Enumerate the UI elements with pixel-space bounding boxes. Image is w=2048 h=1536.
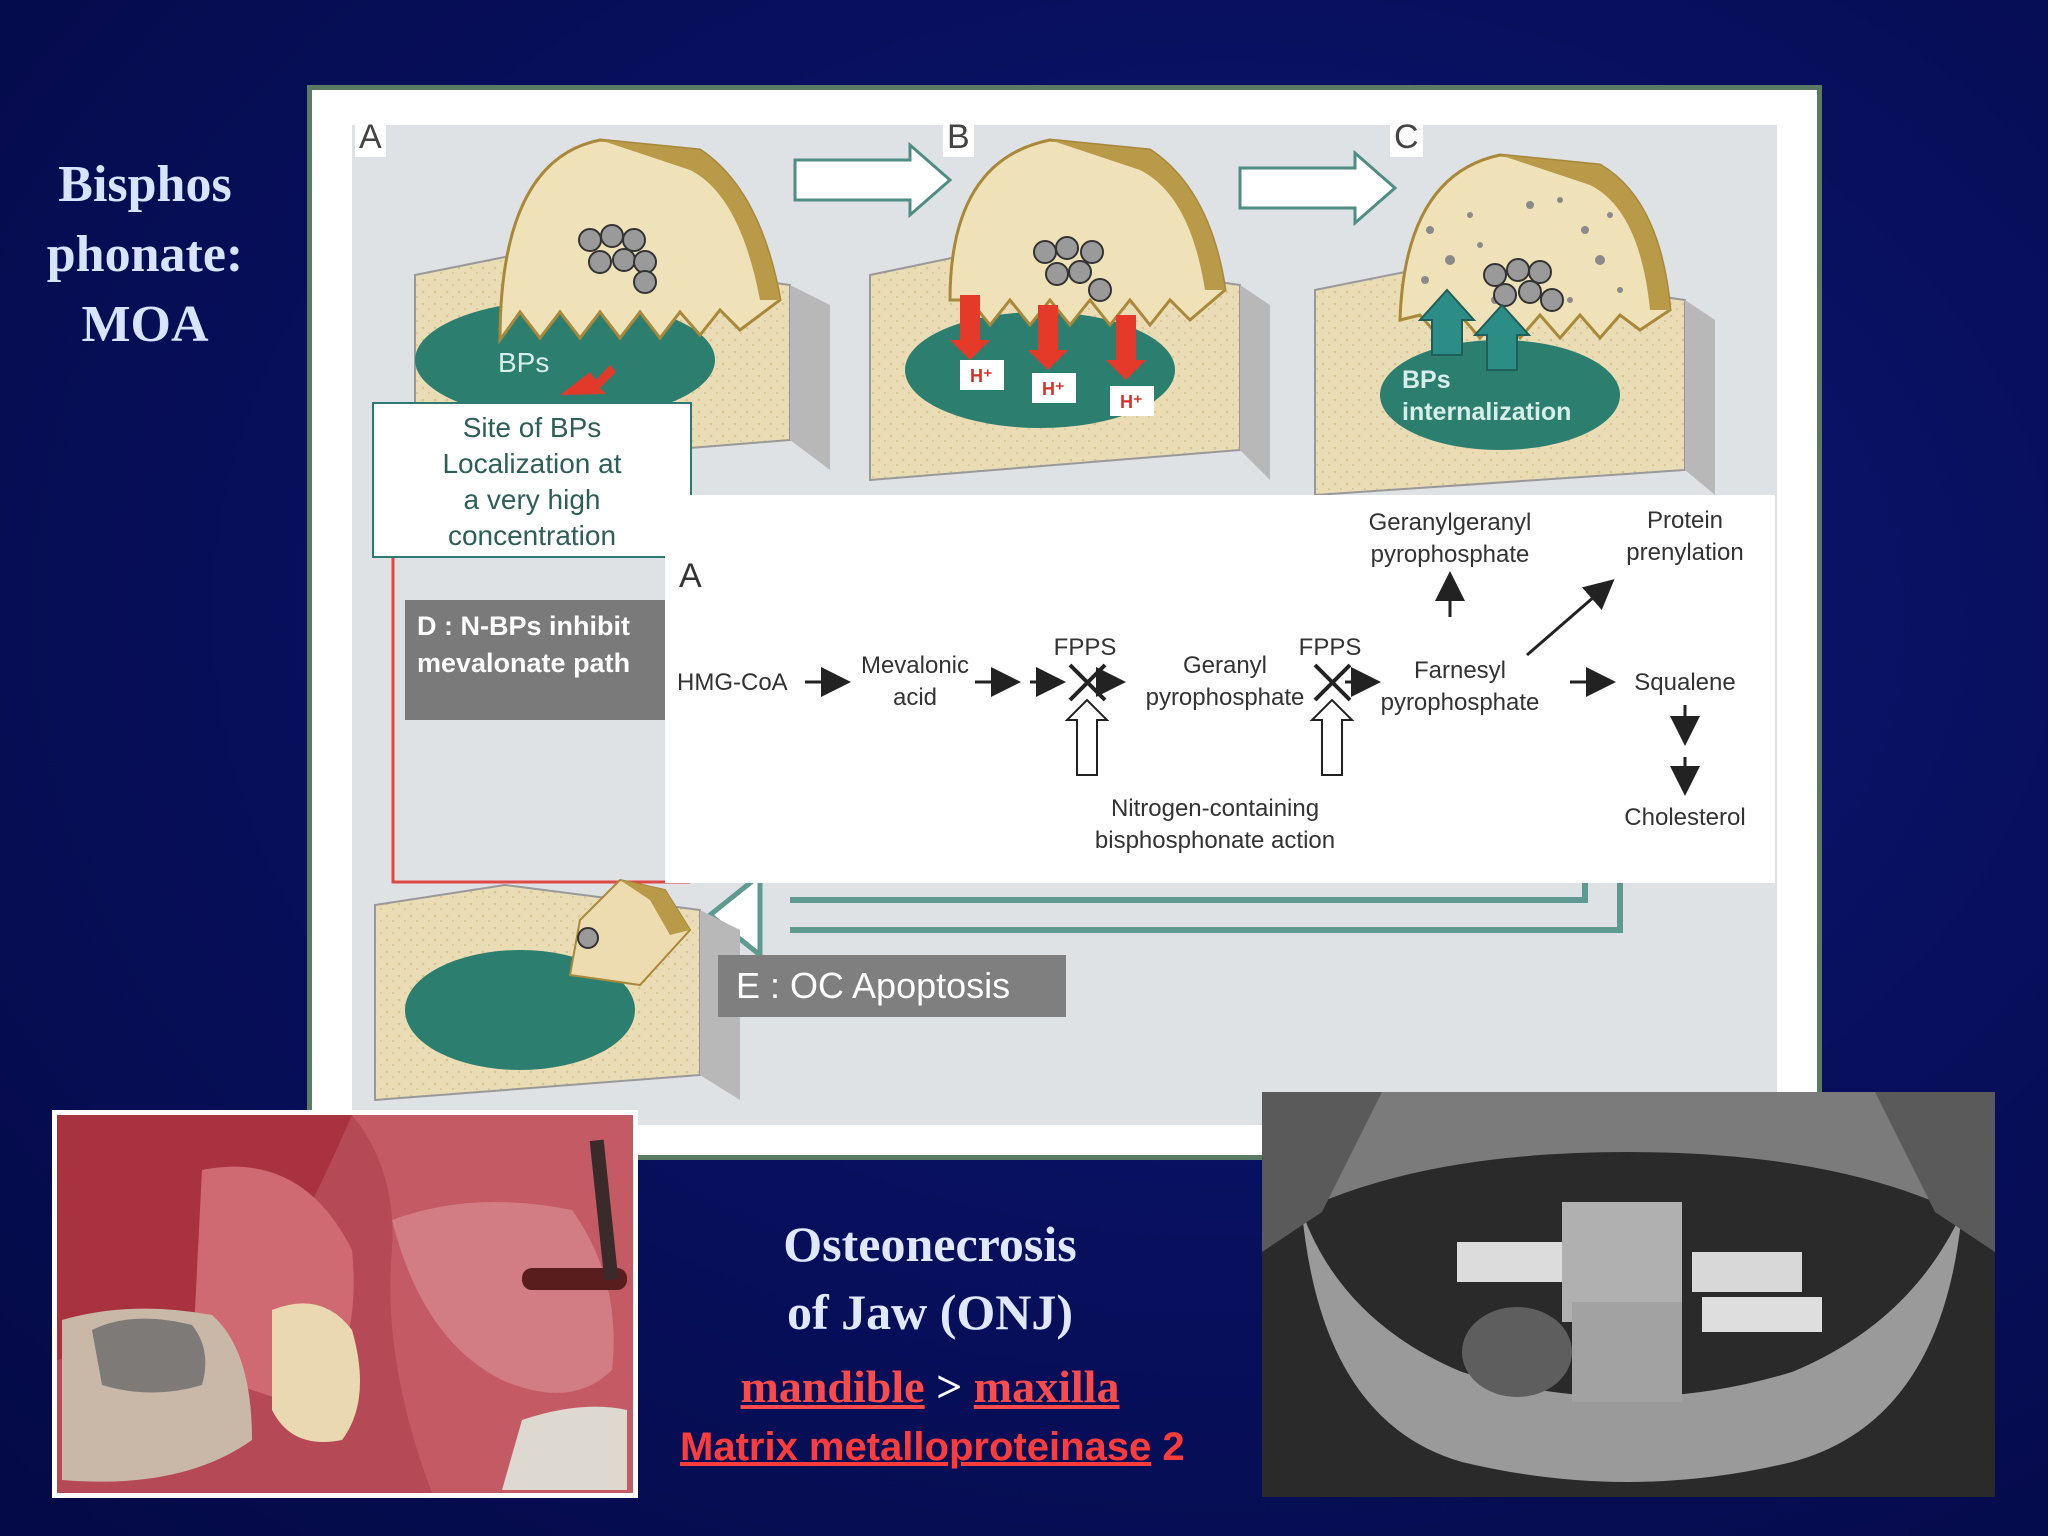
mevalonic-acid-line-1: Mevalonic [860, 652, 970, 679]
mandible-link[interactable]: mandible [740, 1361, 925, 1412]
onj-sites-line: mandible > maxilla [700, 1360, 1160, 1413]
d-box-line-2: mevalonate path [417, 648, 631, 678]
site-of-bps-box: Site of BPs Localization at a very high … [372, 402, 692, 558]
squalene-label: Squalene [1634, 669, 1736, 696]
farnesyl-pp-line-1: Farnesyl [1413, 657, 1507, 684]
slide-title-line-3: MOA [81, 296, 209, 353]
protein-prenylation-label: Protein prenylation [1615, 505, 1755, 569]
slide-title-line-1: Bisphos [58, 156, 232, 213]
return-arrow-line [790, 882, 1588, 903]
hmg-coa-label: HMG-CoA [677, 669, 788, 696]
site-box-line-4: concentration [447, 520, 617, 551]
intraoral-photo [52, 1110, 638, 1498]
arrow-b-to-c-icon [1238, 149, 1398, 227]
onj-title-line-2: of Jaw (ONJ) [786, 1284, 1074, 1340]
panel-e-pit [405, 950, 635, 1070]
arrow-a-to-b-icon [793, 141, 953, 219]
pathway-arrows [805, 571, 1700, 796]
geranylgeranyl-pp-line-1: Geranylgeranyl [1368, 509, 1532, 536]
panel-c-bone: BPs internalization [1314, 153, 1715, 497]
site-box-line-2: Localization at [442, 448, 622, 479]
nbp-action-label: Nitrogen-containing bisphosphonate actio… [1050, 793, 1380, 857]
e-oc-apoptosis-box: E : OC Apoptosis [718, 955, 1066, 1017]
protein-prenylation-line-2: prenylation [1626, 539, 1744, 566]
panel-b-osteoclast [948, 138, 1227, 328]
panel-c-label-line-2: internalization [1402, 398, 1571, 426]
fpps-label-1: FPPS [1053, 634, 1117, 661]
panel-a-red-arrow [560, 365, 616, 395]
geranylgeranyl-pp-label: Geranylgeranyl pyrophosphate [1355, 507, 1545, 571]
maxilla-link[interactable]: maxilla [973, 1361, 1120, 1412]
nbp-action-line-2: bisphosphonate action [1094, 827, 1336, 854]
onj-title-line-1: Osteonecrosis [783, 1216, 1077, 1272]
geranyl-pp-label: Geranyl pyrophosphate [1130, 650, 1320, 714]
panoramic-xray [1262, 1092, 1995, 1497]
cholesterol-label: Cholesterol [1624, 804, 1746, 831]
site-box-line-1: Site of BPs [462, 412, 602, 443]
panel-letter-c: C [1390, 118, 1423, 157]
slide-title: Bisphos phonate: MOA [20, 150, 270, 360]
mmp-line: Matrix metalloproteinase 2 [680, 1425, 1280, 1470]
farnesyl-pp-line-2: pyrophosphate [1380, 689, 1540, 716]
panel-c-resorption-pit [1380, 340, 1620, 450]
site-box-line-3: a very high [463, 484, 601, 515]
protein-prenylation-line-1: Protein [1646, 507, 1724, 534]
proton-label-1: H⁺ [970, 366, 993, 386]
panel-b-bone: H⁺ H⁺ H⁺ [869, 138, 1270, 482]
panel-a-bps-label: BPs [498, 347, 549, 378]
nbp-arrow-2-icon [1309, 698, 1355, 776]
panel-c-label-line-1: BPs [1402, 366, 1451, 394]
farnesyl-pp-label: Farnesyl pyrophosphate [1365, 655, 1555, 719]
mevalonic-acid-label: Mevalonic acid [855, 650, 975, 714]
panel-a-resorption-pit [415, 300, 715, 420]
mmp-link[interactable]: Matrix metalloproteinase [680, 1425, 1152, 1469]
pathway-panel-letter: A [679, 557, 702, 595]
slide-title-line-2: phonate: [46, 226, 244, 283]
panel-letter-a: A [355, 118, 386, 157]
geranyl-pp-line-1: Geranyl [1182, 652, 1268, 679]
mmp-number: 2 [1162, 1425, 1185, 1469]
nbp-arrow-1-icon [1064, 698, 1110, 776]
proton-label-3: H⁺ [1120, 392, 1143, 412]
d-nbps-box: D : N-BPs inhibit mevalonate path [405, 600, 695, 720]
d-connector-line [391, 558, 690, 884]
geranyl-pp-line-2: pyrophosphate [1145, 684, 1305, 711]
onj-title: Osteonecrosis of Jaw (ONJ) [690, 1210, 1170, 1346]
mevalonate-pathway: A HMG-CoA Mevalonic acid FPPS Geranyl py… [665, 495, 1775, 883]
geranylgeranyl-pp-line-2: pyrophosphate [1370, 541, 1530, 568]
panel-letter-b: B [943, 118, 974, 157]
nbp-action-line-1: Nitrogen-containing [1110, 795, 1320, 822]
fpps-label-2: FPPS [1298, 634, 1362, 661]
greater-than-sign: > [936, 1361, 963, 1412]
panel-e-bone [374, 878, 740, 1102]
proton-label-2: H⁺ [1042, 379, 1065, 399]
mevalonic-acid-line-2: acid [892, 684, 938, 711]
d-box-line-1: D : N-BPs inhibit [417, 611, 630, 641]
